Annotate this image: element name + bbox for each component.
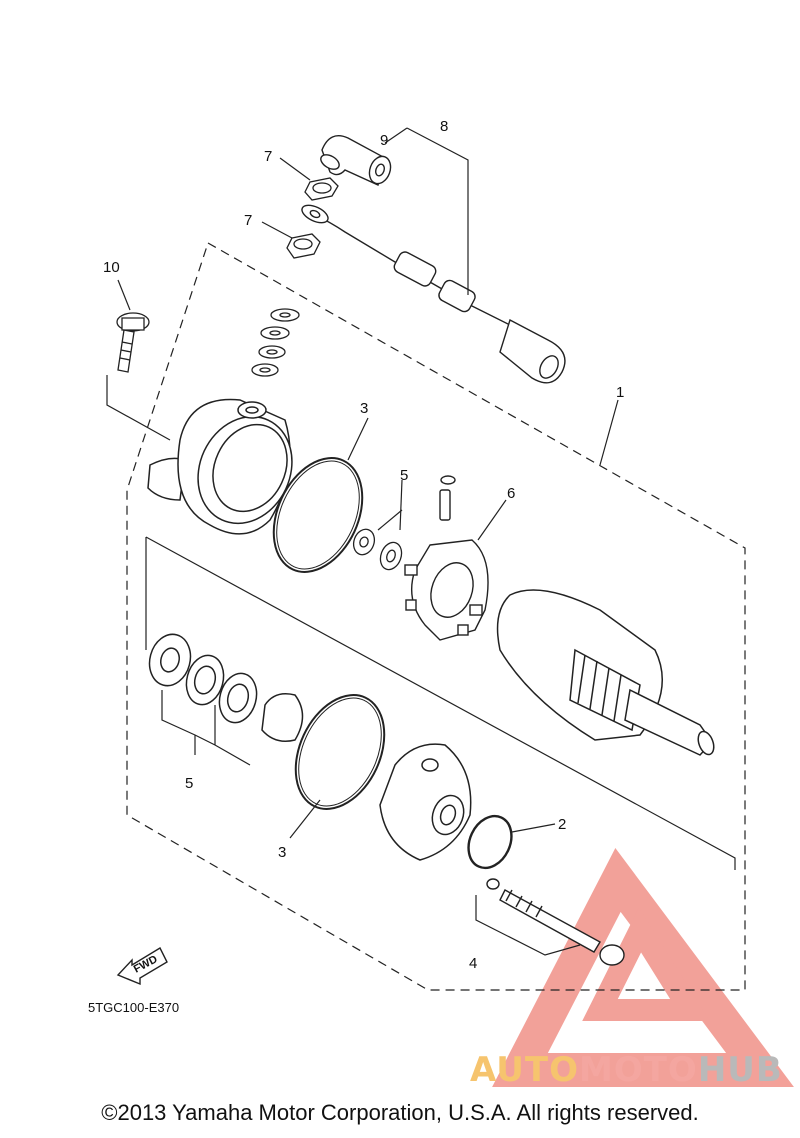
brush-holder-plate <box>404 475 489 641</box>
nut-part-lower <box>286 233 321 259</box>
callout-7b: 7 <box>244 212 252 229</box>
watermark-text: AUTOMOTOHUB <box>470 1050 783 1090</box>
diagram-code: 5TGC100-E370 <box>88 1000 179 1015</box>
callout-3a: 3 <box>360 400 368 417</box>
rear-cover-housing <box>379 743 472 861</box>
callout-1: 1 <box>616 384 624 401</box>
callout-2: 2 <box>558 816 566 833</box>
terminal-boot-part <box>320 135 392 186</box>
copyright-notice: ©2013 Yamaha Motor Corporation, U.S.A. A… <box>101 1100 699 1125</box>
callout-8: 8 <box>440 118 448 135</box>
washers-upper <box>352 528 403 571</box>
o-ring-small <box>467 814 513 870</box>
through-bolt-part <box>486 878 625 966</box>
callout-10: 10 <box>103 259 120 276</box>
callout-4: 4 <box>469 955 477 972</box>
armature-yoke <box>496 589 715 756</box>
fwd-arrow-icon: FWD <box>116 947 168 986</box>
callout-6: 6 <box>507 485 515 502</box>
mounting-bolt-part <box>116 312 150 373</box>
callout-3b: 3 <box>278 844 286 861</box>
o-ring-upper <box>272 457 364 573</box>
terminal-washer-stack <box>251 308 300 377</box>
washer-lower-bracket <box>161 690 251 766</box>
washer-group-bracket <box>145 536 736 870</box>
callout-7a: 7 <box>264 148 272 165</box>
nut-part-upper <box>304 177 339 201</box>
watermark-auto: AUTO <box>470 1050 579 1090</box>
watermark-hub: HUB <box>697 1050 783 1090</box>
leader-lines <box>117 127 619 839</box>
watermark-triangle-icon <box>492 848 794 1087</box>
callout-9: 9 <box>380 132 388 149</box>
callout-5a: 5 <box>400 467 408 484</box>
washers-lower <box>148 633 304 742</box>
front-cover-housing <box>147 398 293 535</box>
lead-wire-part <box>301 204 566 384</box>
assembly-boundary <box>126 242 746 991</box>
callout-5b: 5 <box>185 775 193 792</box>
watermark-moto: MOTO <box>578 1050 698 1090</box>
